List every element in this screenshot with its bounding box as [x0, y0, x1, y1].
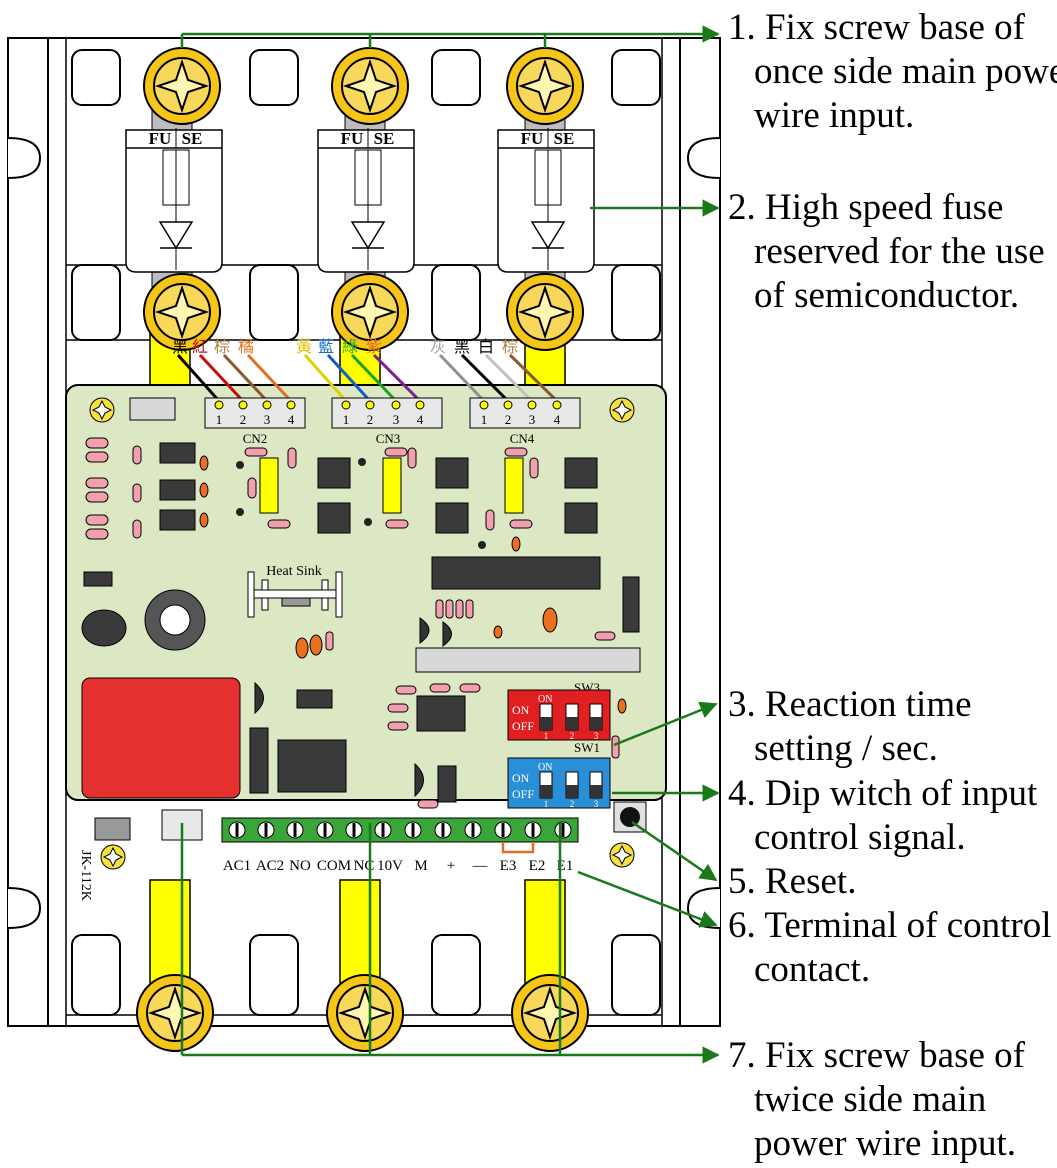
- cn4-wire-1: 灰: [430, 338, 446, 356]
- sw1-num-1: 1: [544, 799, 549, 809]
- terminal-ac1: AC1: [223, 858, 251, 874]
- cn4-wire-3: 白: [478, 338, 494, 356]
- sw3-on: ON: [512, 703, 530, 717]
- terminal-ac2: AC2: [256, 858, 284, 874]
- cn4-label: CN4: [510, 431, 535, 446]
- cn2-wire-1: 黑: [172, 339, 188, 356]
- pcb-screws: [89, 397, 635, 870]
- cn3-wire-2: 藍: [318, 338, 334, 356]
- terminal-e3: E3: [500, 858, 517, 874]
- sw3-num-3: 3: [594, 731, 599, 741]
- cn2-wire-4: 橘: [238, 338, 254, 356]
- fuse-label-left-a: FU: [149, 129, 172, 148]
- cn4-wire-2: 黑: [454, 339, 470, 356]
- cn2-pin-4: 4: [288, 412, 295, 427]
- sw1-num-2: 2: [570, 799, 575, 809]
- cn3-label: CN3: [376, 431, 401, 446]
- screw-bottom-left: [136, 974, 214, 1052]
- cn3-wire-4: 紫: [366, 338, 382, 356]
- dip-switch-sw1[interactable]: SW1 ON ON OFF 1 2 3: [507, 740, 611, 809]
- screw-bottom-right: [511, 974, 589, 1052]
- fuse-label-mid-b: SE: [374, 129, 395, 148]
- wires: [176, 353, 559, 403]
- sw3-num-1: 1: [544, 731, 549, 741]
- cn2-label: CN2: [243, 431, 268, 446]
- pcb-components: Heat Sink JK-112K: [78, 397, 641, 901]
- cn4-pin-2: 2: [505, 412, 512, 427]
- fuse-middle: FU SE: [317, 107, 415, 291]
- dip-switch-sw3[interactable]: SW3 ON ON OFF 1 2 3: [507, 680, 611, 741]
- relay: [81, 677, 241, 799]
- cn3-pin-4: 4: [417, 412, 424, 427]
- sw3-off: OFF: [512, 719, 534, 733]
- cn4-pin-4: 4: [554, 412, 561, 427]
- sw3-num-2: 2: [570, 731, 575, 741]
- screw-mid-right: [506, 273, 584, 351]
- screw-bottom-middle: [326, 974, 404, 1052]
- cn3-pin-3: 3: [393, 412, 400, 427]
- terminal-plus: +: [447, 858, 455, 874]
- terminal-com: COM: [317, 858, 351, 874]
- sw3-on-small: ON: [538, 694, 552, 705]
- callout-lines: [180, 25, 720, 1064]
- cn3-wire-1: 黃: [296, 338, 312, 356]
- fuse-label-left-b: SE: [182, 129, 203, 148]
- cn4-wire-4: 棕: [502, 338, 518, 356]
- board-model: JK-112K: [78, 850, 93, 901]
- cn4-pin-1: 1: [481, 412, 488, 427]
- terminal-minus: —: [472, 858, 489, 874]
- connector-cn2: 1 2 3 4 CN2: [204, 397, 306, 446]
- terminal-m: M: [414, 858, 427, 874]
- cn3-wire-3: 綠: [342, 338, 358, 356]
- cn3-pin-1: 1: [343, 412, 350, 427]
- sw1-on-small: ON: [538, 762, 552, 773]
- terminal-no: NO: [289, 858, 311, 874]
- fuse-label-mid-a: FU: [341, 129, 364, 148]
- fuse-left: FU SE: [125, 107, 223, 291]
- connector-cn3: 1 2 3 4 CN3: [331, 397, 443, 446]
- sw1-on: ON: [512, 771, 530, 785]
- terminal-10v: 10V: [377, 858, 403, 874]
- cn2-wire-2: 紅: [192, 338, 208, 356]
- wire-color-labels: 黑 紅 棕 橘 黃 藍 綠 紫 灰 黑 白 棕: [172, 338, 518, 356]
- sw1-off: OFF: [512, 787, 534, 801]
- screw-top-right: [506, 47, 584, 125]
- heat-sink-label: Heat Sink: [266, 564, 322, 579]
- cn2-wire-3: 棕: [214, 338, 230, 356]
- cn2-pin-2: 2: [240, 412, 247, 427]
- fuse-label-right-b: SE: [554, 129, 575, 148]
- screw-top-left: [143, 47, 221, 125]
- fuse-label-right-a: FU: [521, 129, 544, 148]
- terminal-e2: E2: [529, 858, 546, 874]
- cn2-pin-1: 1: [216, 412, 223, 427]
- cn3-pin-2: 2: [367, 412, 374, 427]
- connector-cn4: 1 2 3 4 CN4: [469, 397, 581, 446]
- screw-top-middle: [331, 47, 409, 125]
- sw1-label: SW1: [574, 740, 600, 755]
- terminal-nc: NC: [354, 858, 375, 874]
- cn4-pin-3: 3: [529, 412, 536, 427]
- fuse-right: FU SE: [497, 107, 595, 291]
- sw1-num-3: 3: [594, 799, 599, 809]
- cn2-pin-3: 3: [264, 412, 271, 427]
